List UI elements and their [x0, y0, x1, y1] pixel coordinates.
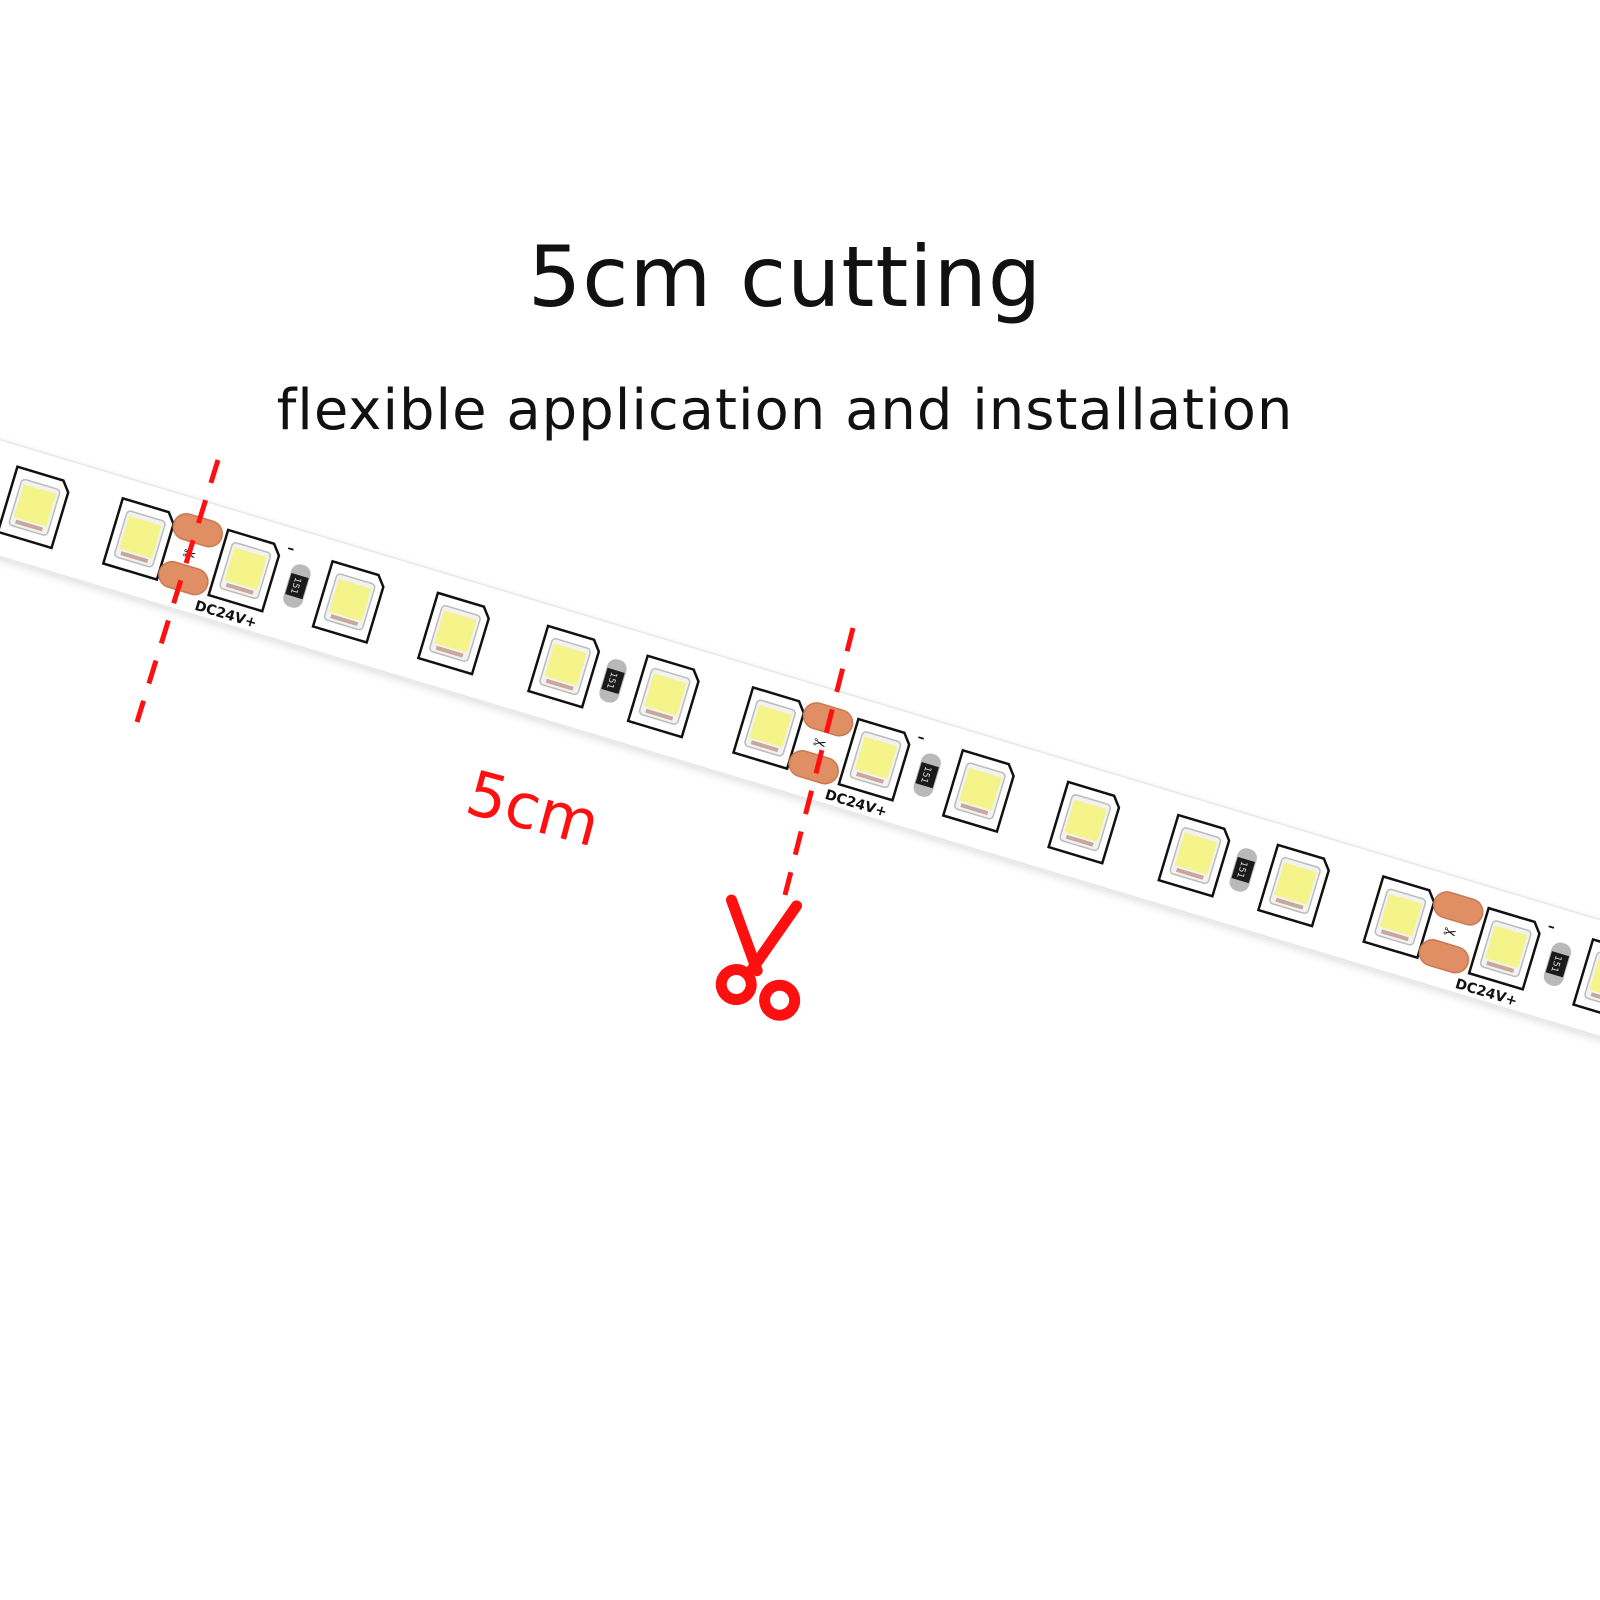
strip-body — [0, 414, 1600, 1070]
led-chip — [626, 654, 700, 739]
minus-label: – — [915, 729, 926, 746]
segment-length-label: 5cm — [459, 756, 607, 861]
page-title: 5cm cutting — [527, 228, 1043, 326]
resistor-code: 151 — [1548, 954, 1563, 973]
led-chip — [837, 717, 911, 802]
led-strip: 151✂DC24V+–151151✂DC24V+–151151✂DC24V+–1… — [0, 414, 1600, 1070]
page-subtitle: flexible application and installation — [276, 378, 1294, 443]
led-chip — [731, 685, 806, 771]
resistor-code: 151 — [1234, 860, 1249, 879]
mini-scissors-icon: ✂ — [811, 732, 829, 754]
led-chip — [1256, 843, 1331, 928]
minus-label: – — [285, 540, 296, 557]
led-chip — [1362, 874, 1436, 960]
cut-line-right — [782, 627, 856, 896]
copper-pad-bottom — [1418, 939, 1470, 974]
resistor-code: 151 — [288, 576, 303, 595]
led-chip — [101, 496, 175, 582]
led-chip — [0, 465, 70, 550]
resistor: 151 — [913, 753, 941, 797]
led-chip — [416, 591, 491, 676]
resistor: 151 — [599, 659, 627, 703]
cut-line-left — [134, 459, 221, 723]
led-chip — [207, 528, 281, 613]
led-chip — [311, 559, 385, 645]
scissors-icon — [715, 894, 803, 1021]
resistor-code: 151 — [604, 671, 619, 690]
resistor: 151 — [1229, 848, 1257, 892]
minus-label: – — [1546, 918, 1557, 935]
resistor: 151 — [1543, 942, 1572, 986]
led-chip — [1157, 813, 1231, 898]
led-chip — [1047, 780, 1121, 865]
mini-scissors-icon: ✂ — [1441, 922, 1459, 944]
led-chip — [1467, 906, 1541, 991]
cut-point-pads: ✂DC24V+– — [1418, 891, 1557, 1010]
led-chip — [1571, 937, 1600, 1023]
led-chip — [526, 624, 601, 709]
copper-pad-top — [1433, 891, 1484, 926]
resistor: 151 — [283, 564, 311, 608]
resistor-code: 151 — [918, 765, 933, 784]
led-chip — [941, 748, 1015, 834]
copper-pad-bottom — [788, 750, 839, 785]
